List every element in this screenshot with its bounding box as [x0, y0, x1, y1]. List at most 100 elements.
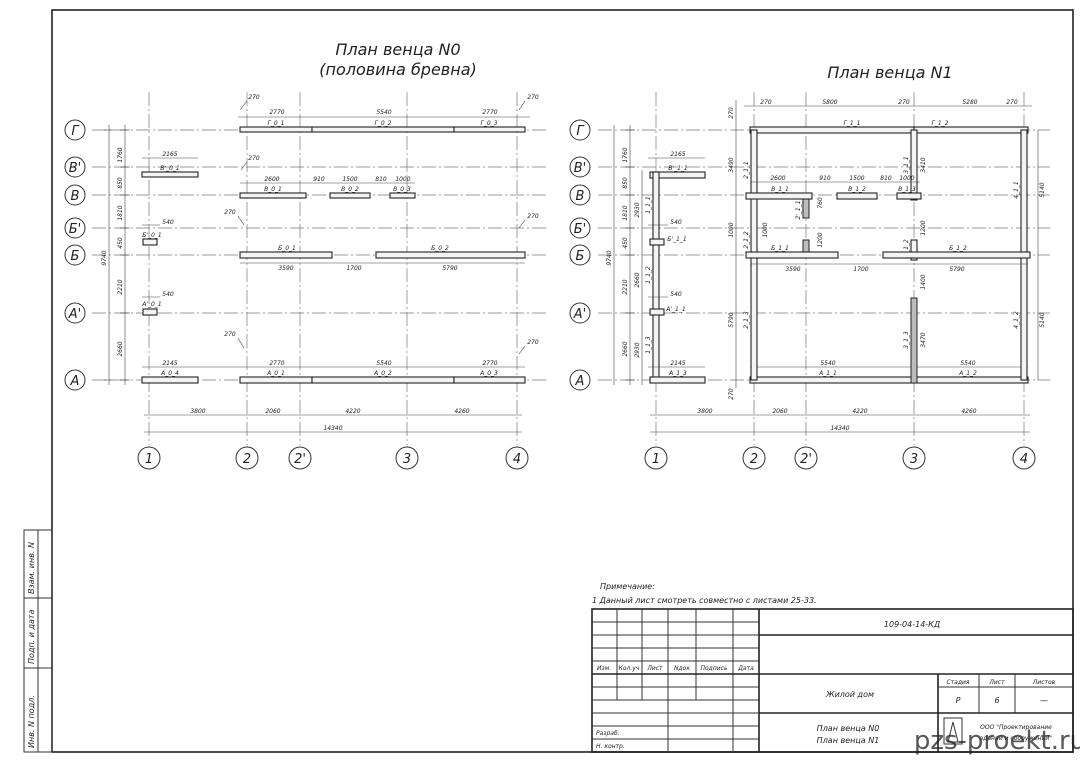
- svg-text:1: 1: [652, 452, 660, 467]
- svg-text:А: А: [575, 374, 585, 389]
- svg-text:Г_1_1: Г_1_1: [844, 120, 861, 127]
- svg-text:450: 450: [117, 237, 124, 249]
- axis-bubble-3: 3: [403, 452, 411, 467]
- svg-text:4_1_2: 4_1_2: [1013, 311, 1020, 329]
- title-block: 109-04-14-КД Изм. Кол.уч Лист Nдок Подпи…: [591, 608, 1074, 753]
- svg-text:1760: 1760: [117, 147, 124, 162]
- svg-text:270: 270: [760, 99, 772, 106]
- svg-text:270: 270: [1006, 99, 1018, 106]
- plan-n0-top-dims: 270 2770 5540 2770 270: [238, 94, 539, 118]
- svg-text:910: 910: [819, 175, 831, 182]
- axis-bubble-1: 1: [145, 452, 153, 467]
- svg-text:2145: 2145: [162, 360, 177, 367]
- svg-text:Изм.: Изм.: [597, 665, 611, 672]
- svg-text:2930: 2930: [634, 342, 641, 357]
- svg-text:Стадия: Стадия: [946, 679, 969, 686]
- svg-text:3_1_3: 3_1_3: [903, 331, 910, 349]
- svg-text:2145: 2145: [670, 360, 685, 367]
- svg-text:В_0_3: В_0_3: [393, 186, 411, 193]
- plan-n0-col-bubbles: 1 2 2' 3 4: [137, 446, 529, 470]
- svg-text:Б: Б: [576, 249, 585, 264]
- svg-text:2'_1_1: 2'_1_1: [795, 200, 802, 219]
- plan-n0-left-dims: 1760 850 1810 450 2210 2660 9740: [101, 125, 130, 385]
- svg-text:270: 270: [527, 94, 539, 101]
- svg-text:А_0_1: А_0_1: [266, 370, 285, 377]
- svg-text:3_1_2: 3_1_2: [903, 239, 910, 257]
- svg-text:1000: 1000: [395, 176, 410, 183]
- svg-text:2600: 2600: [770, 175, 785, 182]
- plan-n1-logs-b-prime: 540 Б'_1_1: [648, 219, 687, 246]
- svg-text:2770: 2770: [482, 360, 497, 367]
- svg-text:Б'_0_1: Б'_0_1: [142, 232, 161, 239]
- svg-text:Nдок: Nдок: [674, 665, 690, 672]
- svg-text:4260: 4260: [454, 408, 469, 415]
- svg-text:А'_0_1: А'_0_1: [141, 301, 161, 308]
- svg-text:1700: 1700: [853, 266, 868, 273]
- svg-text:Б'_1_1: Б'_1_1: [667, 236, 686, 243]
- axis-bubble-b-prime: Б': [69, 222, 82, 237]
- plan-n1-top-dims: 270 5800 270 5280 270: [744, 99, 1032, 107]
- svg-text:1_1_1: 1_1_1: [645, 196, 652, 213]
- svg-text:2660: 2660: [634, 272, 641, 287]
- plan-n1-logs-a-prime: 540 А'_1_1: [648, 291, 686, 316]
- axis-bubble-2: 2: [243, 452, 251, 467]
- object-name: Жилой дом: [825, 690, 874, 699]
- svg-text:2165: 2165: [162, 151, 177, 158]
- svg-text:270: 270: [224, 209, 236, 216]
- svg-text:2770: 2770: [269, 360, 284, 367]
- svg-text:270: 270: [728, 107, 735, 119]
- svg-text:1200: 1200: [920, 220, 927, 235]
- svg-text:5140: 5140: [1039, 312, 1046, 327]
- svg-text:В_1_1: В_1_1: [771, 186, 789, 193]
- svg-text:А_0_2: А_0_2: [373, 370, 392, 377]
- svg-text:1000: 1000: [728, 222, 735, 237]
- svg-text:4260: 4260: [961, 408, 976, 415]
- plan-n0-logs-g: Г_0_1 Г_0_2 Г_0_3: [239, 120, 526, 133]
- svg-text:В_1_3: В_1_3: [898, 186, 916, 193]
- svg-text:Листов: Листов: [1032, 679, 1056, 686]
- svg-text:9740: 9740: [101, 250, 108, 265]
- svg-text:5790: 5790: [442, 265, 457, 272]
- svg-text:Б_0_1: Б_0_1: [278, 245, 296, 252]
- svg-text:2: 2: [750, 452, 758, 467]
- note-text: 1 Данный лист смотреть совместно с листа…: [592, 596, 817, 605]
- svg-text:1810: 1810: [622, 205, 629, 220]
- svg-text:2210: 2210: [622, 279, 629, 294]
- svg-text:3590: 3590: [785, 266, 800, 273]
- svg-text:540: 540: [670, 291, 682, 298]
- axis-bubble-g: Г: [71, 124, 80, 139]
- plan-n0-row-bubbles: Г В' В Б' Б А' А: [64, 119, 86, 391]
- svg-text:2660: 2660: [622, 341, 629, 356]
- svg-text:5540: 5540: [376, 109, 391, 116]
- side-stamp: Взам. инв. N Подп. и дата Инв. N подл.: [23, 529, 53, 753]
- plan-n1-title: План венца N1: [827, 63, 952, 82]
- plan-n0-logs-v: 270 2600 910 1500 810 1000 В_0_1 В_0_2 В…: [239, 155, 416, 199]
- plan-n0-bottom-dims: 3800 2060 4220 4260 14340: [144, 408, 522, 433]
- plan-n0-logs-a: 270 2145 2770 5540 2770 270 А_0_4 А_0_1 …: [141, 331, 539, 384]
- svg-text:540: 540: [162, 291, 174, 298]
- plan-n0-logs-a-prime: 540 А'_0_1: [141, 291, 174, 316]
- sheet-title-line-2: План венца N1: [817, 736, 880, 745]
- svg-text:2660: 2660: [117, 341, 124, 356]
- svg-text:2930: 2930: [634, 202, 641, 217]
- plan-n1-side-dims: 270 3490 1000 5790 270 5140 5140: [728, 100, 1046, 400]
- svg-text:5140: 5140: [1039, 182, 1046, 197]
- svg-text:В_0_1: В_0_1: [264, 186, 282, 193]
- svg-text:Г_0_2: Г_0_2: [375, 120, 392, 127]
- svg-text:1760: 1760: [622, 147, 629, 162]
- svg-text:4220: 4220: [345, 408, 360, 415]
- svg-text:270: 270: [728, 388, 735, 400]
- plan-n0-logs-b: 270 270 Б_0_1 Б_0_2 3590 1700 5790: [224, 209, 539, 272]
- svg-text:14340: 14340: [830, 425, 849, 432]
- svg-text:270: 270: [898, 99, 910, 106]
- svg-text:3_1_1: 3_1_1: [903, 156, 910, 173]
- svg-text:Дата: Дата: [737, 665, 754, 672]
- svg-text:Лист: Лист: [646, 665, 663, 672]
- svg-text:—: —: [1040, 696, 1048, 705]
- svg-text:3800: 3800: [190, 408, 205, 415]
- svg-text:4: 4: [1020, 452, 1028, 467]
- svg-text:2060: 2060: [772, 408, 787, 415]
- svg-text:А'_1_1: А'_1_1: [665, 306, 685, 313]
- sheet-title-line-1: План венца N0: [817, 724, 880, 733]
- svg-text:9740: 9740: [606, 250, 613, 265]
